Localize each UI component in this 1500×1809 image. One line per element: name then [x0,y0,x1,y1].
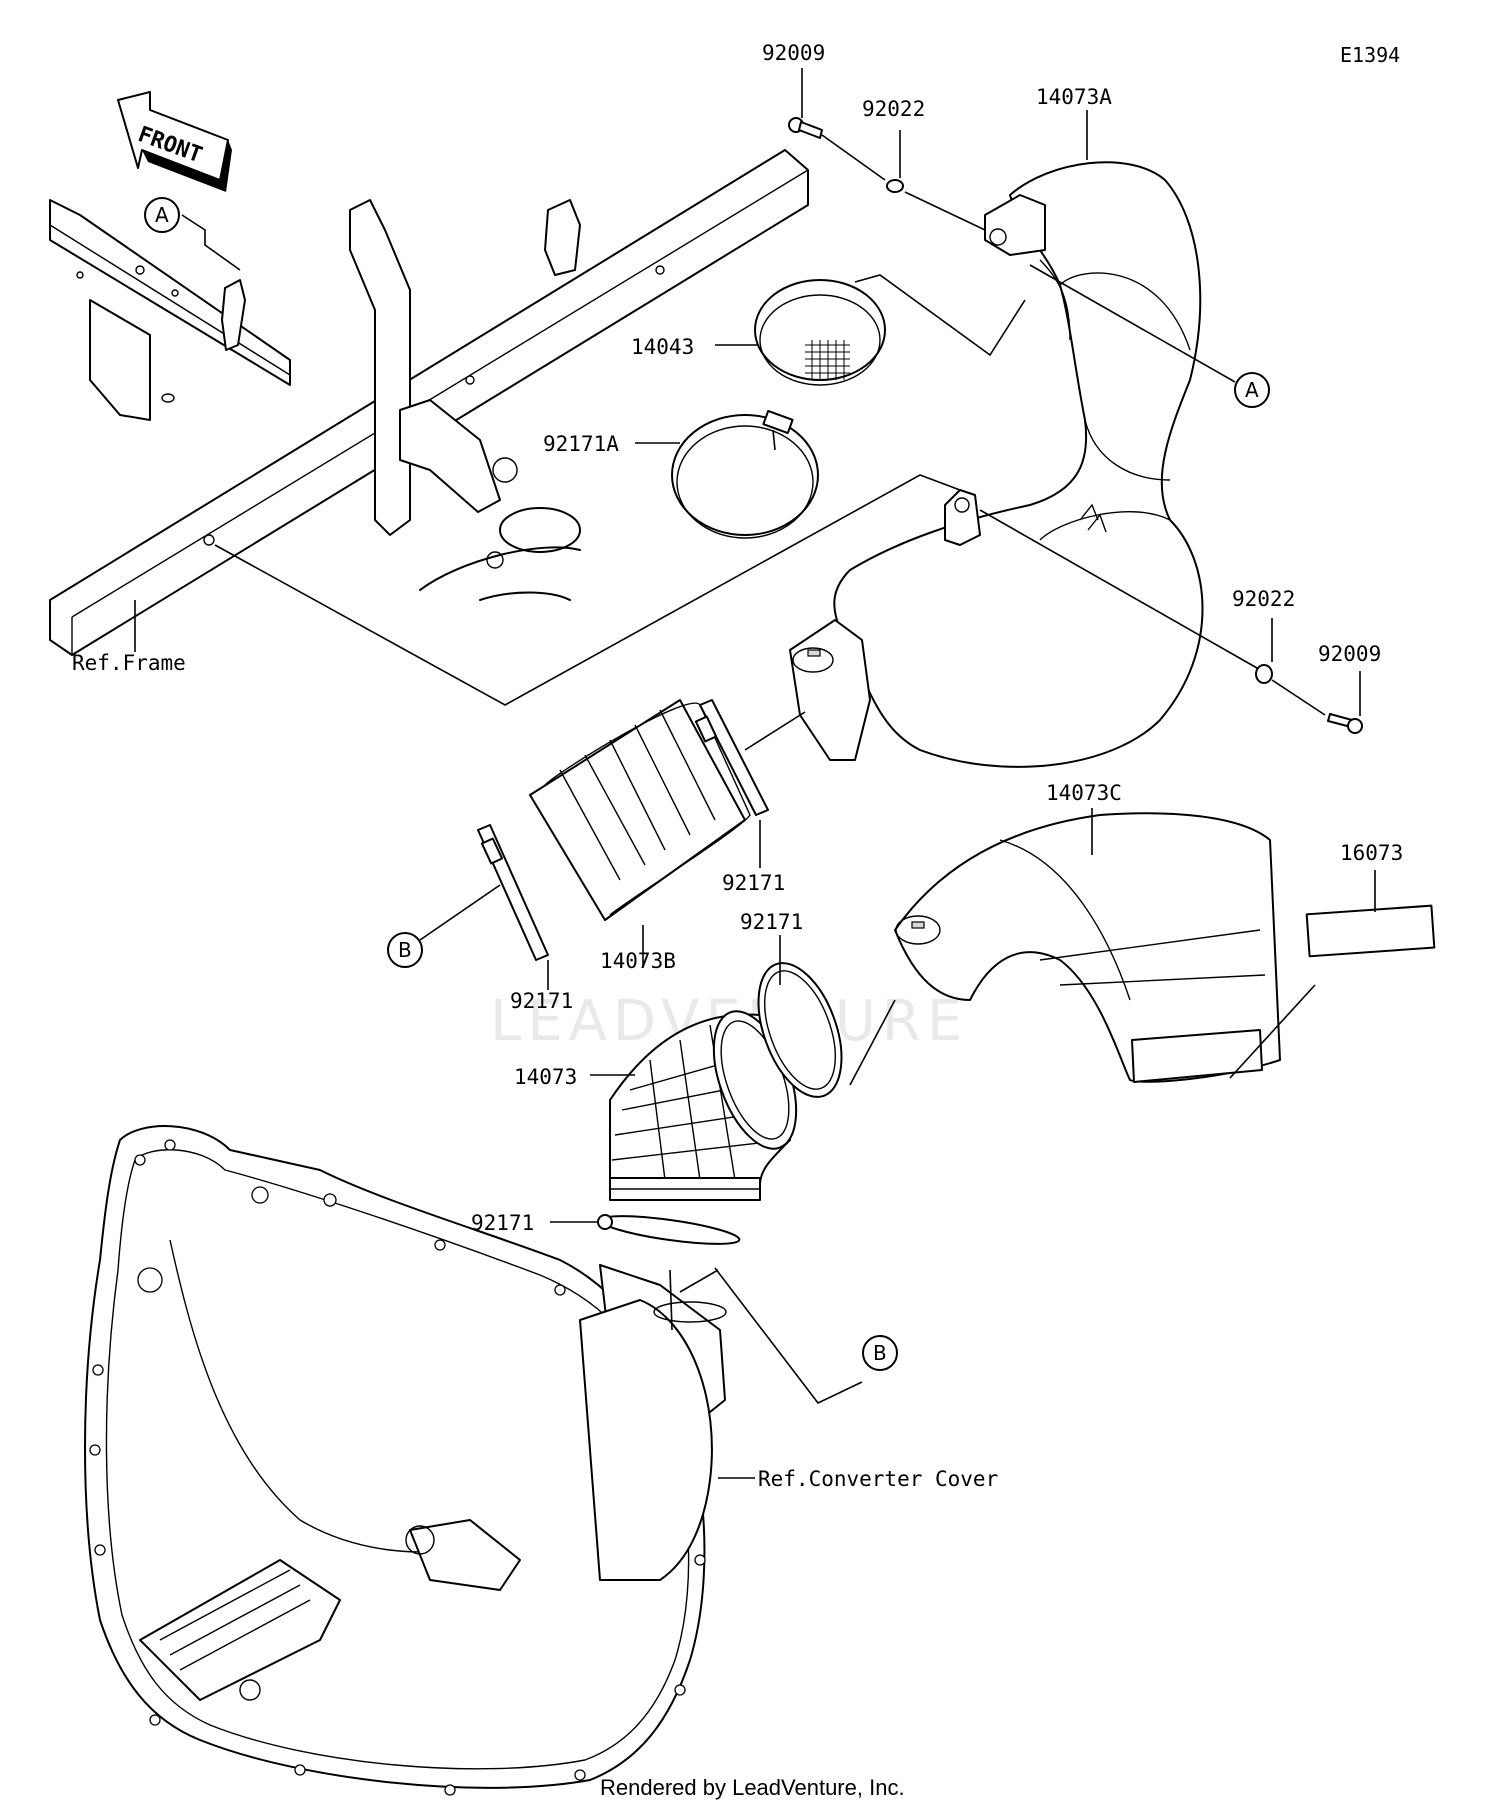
washer-92022-right-drawing [1255,664,1273,684]
part-92171A-drawing [671,409,819,539]
label-92009-top: 92009 [762,41,825,65]
part-14073C-drawing [894,812,1281,1083]
label-92009-right: 92009 [1318,642,1381,666]
part-14043-drawing [754,279,886,386]
part-14073A-drawing [789,161,1204,768]
label-14073A: 14073A [1036,85,1112,109]
label-92171-left: 92171 [510,989,573,1013]
part-92171-mid-drawing [757,962,843,1098]
part-14073-drawing [609,1010,798,1201]
footer-credit: Rendered by LeadVenture, Inc. [600,1775,905,1800]
frame-drawing [49,149,809,656]
svg-text:A: A [1245,378,1259,402]
svg-text:A: A [155,203,169,227]
bolt-92009-top-drawing [788,117,823,139]
label-14073B: 14073B [600,949,676,973]
label-ref-converter-cover: Ref.Converter Cover [758,1467,998,1491]
part-16073-drawing [1305,904,1436,958]
label-14073C: 14073C [1046,781,1122,805]
callout-b-lower: B [862,1335,898,1371]
label-92171-lower: 92171 [471,1211,534,1235]
part-92171-lower-drawing [597,1214,741,1245]
converter-cover-drawing [84,1125,727,1796]
label-92171-upper: 92171 [722,871,785,895]
label-92022-right: 92022 [1232,587,1295,611]
label-14073: 14073 [514,1065,577,1089]
label-16073: 16073 [1340,841,1403,865]
front-arrow-icon: FRONT [117,91,232,192]
svg-text:B: B [873,1341,887,1365]
callout-b-left: B [387,932,423,968]
callout-a-right: A [1234,372,1270,408]
leader-lines [134,68,1376,1479]
diagram-code: E1394 [1340,43,1400,67]
bolt-92009-right-drawing [1327,713,1363,734]
svg-text:B: B [398,938,412,962]
label-92171-mid: 92171 [740,910,803,934]
label-14043: 14043 [631,335,694,359]
callout-a-left: A [144,197,180,233]
label-92022-top: 92022 [862,97,925,121]
label-92171A: 92171A [543,432,619,456]
washer-92022-top-drawing [886,179,904,193]
label-ref-frame: Ref.Frame [72,651,186,675]
part-14073B-drawing [477,699,769,961]
